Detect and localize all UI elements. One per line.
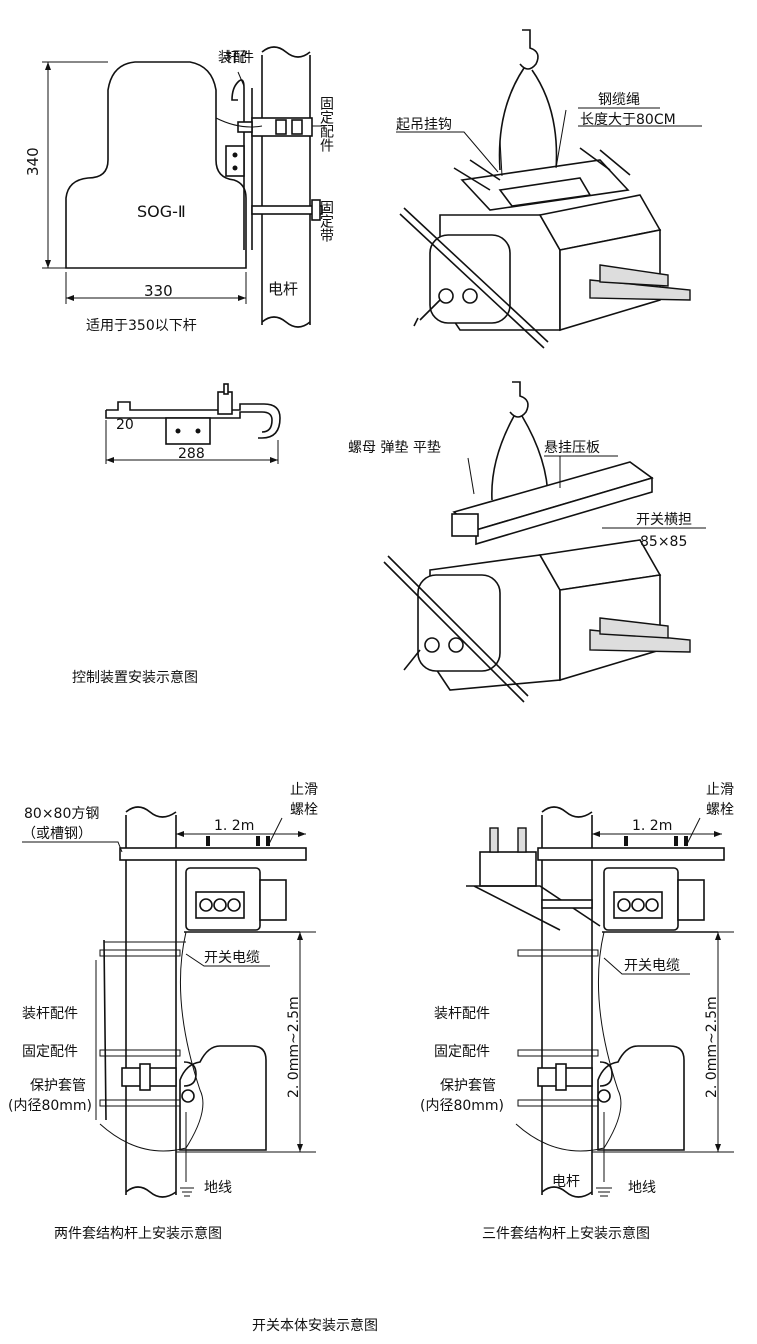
bracket-plate [225,145,245,177]
label-crossarm: 开关横担 [636,512,692,528]
dim-height-label: 340 [24,147,42,176]
dim-height-label-2: 2. 0mm~2.5m [704,996,720,1098]
bracket-dim-small: 20 [116,417,134,433]
label-ground-2: 地线 [628,1180,656,1196]
pole-label: 电杆 [268,280,298,298]
label-ground-1: 地线 [204,1180,232,1196]
bracket-dim-length: 288 [178,446,205,462]
label-hook: 起吊挂钩 [396,117,452,133]
control-box-pole-diagram [42,46,330,328]
dim-span-label-1: 1. 2m [214,818,254,834]
control-box [65,61,247,269]
dim-height-label-1: 2. 0mm~2.5m [286,996,302,1098]
label-switch-cable-2: 开关电缆 [624,958,680,974]
steel-bar-1 [119,847,307,861]
label-fix-band-vertical: 固定带 [318,200,334,243]
label-hanging-plate: 悬挂压板 [544,440,600,456]
control-box-2 [179,1045,267,1151]
ground-symbol-1 [180,1112,194,1197]
pt-unit [479,851,537,887]
label-steel-1: 80×80方钢 [24,806,99,822]
dim-width-line [65,272,247,304]
label-stop-bolt-2b: 螺栓 [706,802,734,818]
bracket-diagram [105,383,281,464]
label-mount-part-2: 装杆配件 [22,1006,78,1022]
mount-hook [231,79,245,101]
crane-hook [519,29,539,70]
label-switch-cable-1: 开关电缆 [204,950,260,966]
label-sleeve-2b: (内径80mm) [420,1098,504,1114]
caption-three-piece: 三件套结构杆上安装示意图 [482,1225,650,1242]
ground-symbol-2 [596,1112,612,1197]
model-label: SOG-Ⅱ [137,202,186,221]
label-cable-rope-1: 钢缆绳 [598,92,640,108]
label-mount-part-1: 装杆配件 [218,50,254,66]
label-stop-bolt-1b: 止滑 [706,781,734,798]
control-caption: 控制装置安装示意图 [72,669,198,686]
pole-break-top [261,46,311,58]
dim-span-label-2: 1. 2m [632,818,672,834]
two-piece-install-diagram [95,806,316,1198]
label-pole-3: 电杆 [552,1174,580,1190]
label-stop-bolt-2a: 螺栓 [290,802,318,818]
pole-2 [125,815,177,1195]
pole-outline [261,55,311,325]
switch-crossarm-diagram [383,381,691,703]
hook-2 [509,381,529,418]
label-crossarm-size: 85×85 [640,534,687,550]
label-mount-part-3: 装杆配件 [434,1006,490,1022]
top-left-caption: 适用于350以下杆 [86,318,197,334]
dim-height-line [42,61,108,269]
bracket-plate-small [165,417,211,445]
label-sleeve-2a: (内径80mm) [8,1098,92,1114]
label-sleeve-1a: 保护套管 [30,1078,86,1094]
label-steel-2: （或槽钢） [22,826,92,842]
dim-height-line-2 [176,931,316,1153]
control-box-3 [597,1045,685,1151]
steel-rope [498,67,558,171]
page-caption: 开关本体安装示意图 [252,1317,378,1334]
label-cable-rope-2: 长度大于80CM [580,112,676,128]
label-fix-part-vertical: 固定配件 [318,96,334,152]
label-stop-bolt-1a: 止滑 [290,781,318,798]
label-fix-part-3: 固定配件 [434,1044,490,1060]
caption-two-piece: 两件套结构杆上安装示意图 [54,1225,222,1242]
switch-lifting-diagram [399,29,691,349]
pole-break-bottom [261,316,311,328]
bracket-body [105,401,281,439]
label-fix-part-2: 固定配件 [22,1044,78,1060]
pole-3 [541,815,593,1195]
lift-bar [403,207,549,343]
bushing-1 [589,279,691,301]
steel-bar-2 [537,847,725,861]
label-sleeve-1b: 保护套管 [440,1078,496,1094]
label-nut-washers: 螺母 弹垫 平垫 [348,440,441,456]
dim-width-label: 330 [144,282,173,300]
three-piece-install-diagram [466,806,734,1198]
